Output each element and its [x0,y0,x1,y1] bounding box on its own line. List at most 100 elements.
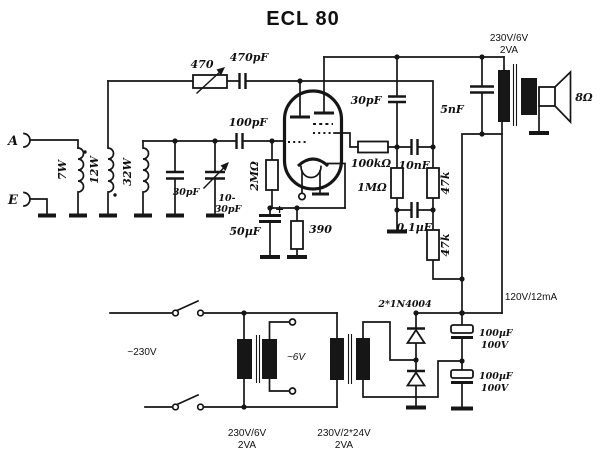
winding-icon [356,338,370,380]
resistor-icon [426,229,440,261]
feedback-cap-label: 30pF [351,94,383,107]
capacitor-icon [238,73,247,89]
filter-caps: 100µF 100V 100µF 100V 120V/12mA [415,292,558,411]
switch-contact-icon [171,403,180,411]
grid-leak-label: 2MΩ [248,161,261,192]
trimmer-label-top: 10- [218,193,235,204]
speaker-cone-icon [553,69,572,125]
mains-voltage-label: ~230V [127,347,157,358]
voice-coil-icon [521,78,537,115]
core-icon [512,64,518,126]
ht-transformer-label1: 230V/2*24V [317,428,371,439]
inductor-icon [107,80,115,215]
coil-12w-label: 12W [88,155,101,184]
output-transformer: 230V/6V 2VA [490,33,529,314]
switch-lever-icon [175,393,200,406]
winding-icon [237,339,252,379]
coupling-network: 100kΩ 10nF 1MΩ 0,1µF 47k 47k [351,139,465,282]
grid-leak2-label: 1MΩ [357,181,387,194]
diode-icon [405,328,427,344]
dec-resistor2-label: 47k [439,233,452,256]
resistor-icon [290,220,304,250]
terminal-icon [288,387,297,395]
capacitor-icon [388,95,406,104]
heater-pin-icon [297,192,307,201]
cathode-network: + 50µF 390 [229,203,346,259]
grid-circuit: 100pF 2MΩ [142,116,285,209]
winding-icon [498,70,510,122]
coil-7w-label: 7W [56,158,69,180]
ht-transformer-label2: 2VA [335,440,353,451]
rectifier: 2*1N4004 [377,299,432,410]
heater-transformer-label1: 230V/6V [228,428,267,439]
heater-voltage-label: ~6V [287,352,306,363]
grid-stopper-label: 100kΩ [351,157,392,170]
trimmer-capacitor-icon [205,170,225,180]
grid-cap-label: 100pF [229,116,269,129]
tone-cap-label: 5nF [440,103,465,116]
output-transformer-label1: 230V/6V [490,33,529,44]
switch-contact-icon [196,309,205,317]
electrolytic-capacitor-icon [450,324,474,334]
earth-input: E [7,191,56,218]
cap2-label1: 100µF [479,371,514,382]
trimmer-label-bottom: 30pF [215,204,243,215]
ecl80-tube [282,56,359,209]
coil-7w: 7W [56,147,87,218]
heater-icon [300,165,322,179]
antenna-input: A [6,132,79,149]
plus-sign: + [275,203,284,216]
speaker: 8Ω [521,69,593,135]
mains-input: ~230V [109,299,338,411]
resistor-icon [426,167,440,199]
coil-32w: 32W [121,140,152,218]
capacitor-icon [410,139,419,155]
winding-icon [262,339,277,379]
capacitor-icon [235,133,244,149]
cap1-label1: 100µF [479,328,514,339]
cathode-resistor-label: 390 [309,223,332,236]
cathode-cap-label: 50µF [229,225,261,238]
output-transformer-label2: 2VA [500,45,518,56]
capacitor-icon [166,170,184,180]
regen-cap-label: 470pF [230,51,270,64]
cap1-label2: 100V [481,340,510,351]
arrow-icon [216,67,225,76]
tank-cap-label: 30pF [173,187,201,198]
schematic-title: ECL 80 [266,8,339,30]
inductor-icon [142,140,150,215]
cathode-icon [296,157,330,168]
capacitor-icon [410,202,419,218]
terminal-icon [288,318,297,326]
resistor-icon [265,159,279,191]
coil-12w: 12W [88,80,117,218]
heater-transformer: ~6V 230V/6V 2VA [228,310,306,451]
antenna-socket-icon [23,132,31,148]
speaker-impedance-label: 8Ω [575,91,593,104]
decoupling-cap-label: 0,1µF [397,221,433,234]
ht-transformer: 230V/2*24V 2VA [317,312,463,451]
speaker-body-icon [538,86,556,107]
switch-lever-icon [175,299,200,312]
resistor-icon [390,167,404,199]
heater-transformer-label2: 2VA [238,440,256,451]
tube-envelope-icon [282,89,344,191]
earth-label: E [7,193,19,208]
dec-resistor1-label: 47k [439,171,452,194]
trimmer-cap-10-30pf: 10- 30pF [202,140,243,218]
winding-icon [330,338,344,380]
electrolytic-capacitor-icon [450,369,474,379]
regeneration-network: 470 470pF [107,51,434,148]
switch-contact-icon [196,403,205,411]
rail-voltage-label: 120V/12mA [505,292,558,303]
resistor-icon [357,140,389,154]
electrolytic-capacitor-icon [259,214,281,223]
capacitor-icon [470,85,494,94]
inductor-icon [77,147,85,215]
core-icon [347,334,353,384]
cap2-label2: 100V [481,383,510,394]
regen-pot-label: 470 [191,58,214,71]
coupling-cap-label: 10nF [398,159,430,172]
